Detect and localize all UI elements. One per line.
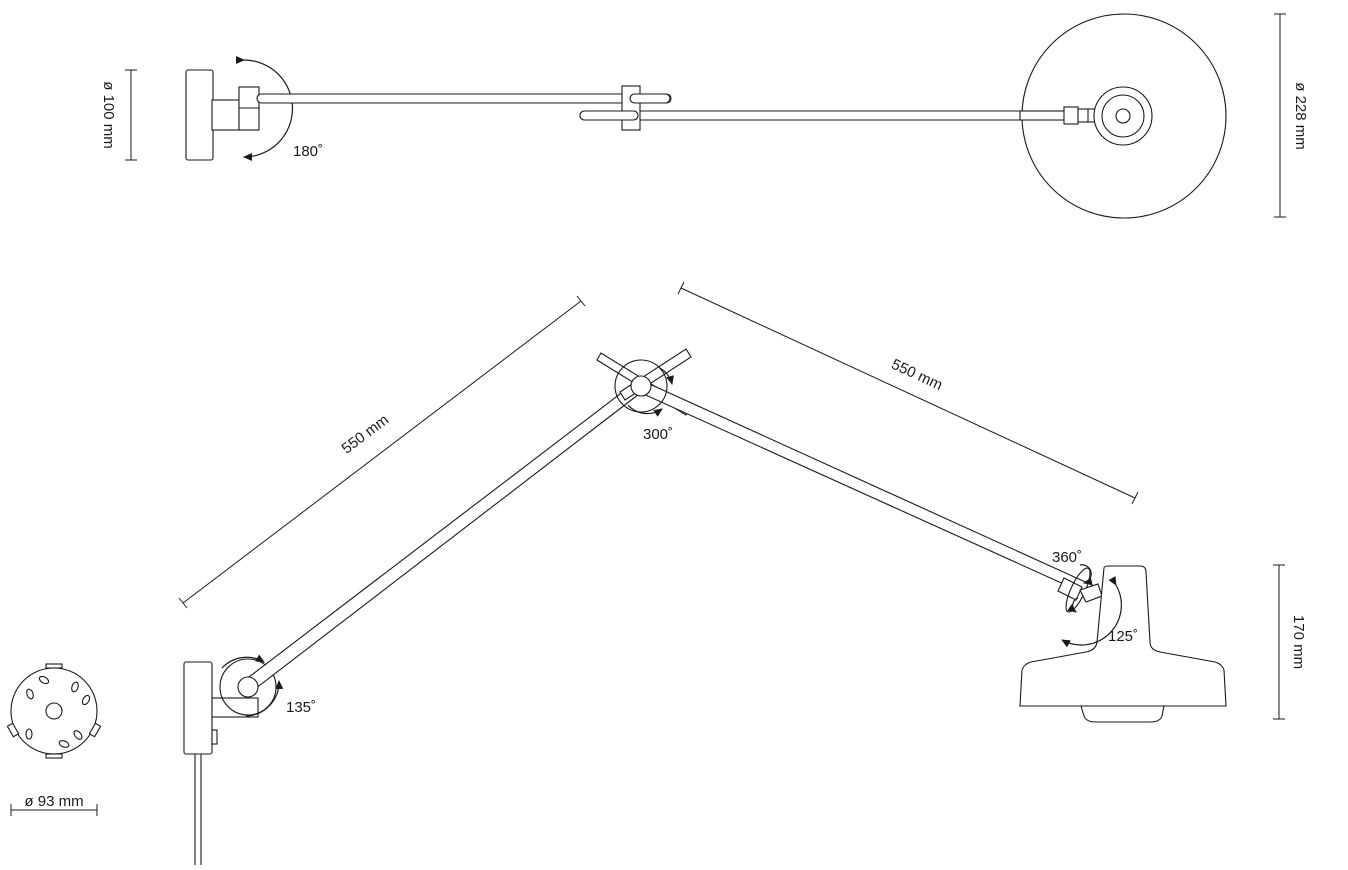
mount-block xyxy=(211,99,240,131)
shoulder-pivot xyxy=(237,676,259,698)
shade-diameter-label: ø 228 mm xyxy=(1292,82,1309,150)
shade-height-dimension: 170 mm xyxy=(1273,564,1307,720)
arm-one xyxy=(256,93,672,104)
elbow-rotation-label: 300˚ xyxy=(643,426,673,443)
side-arm-one xyxy=(244,380,644,693)
arm-one-dimension: 550 mm xyxy=(178,295,586,609)
head-connector xyxy=(1063,106,1079,125)
head-swivel-label: 360˚ xyxy=(1052,549,1082,566)
shoulder-rotation-label: 135˚ xyxy=(286,699,316,716)
shade-side xyxy=(1019,565,1227,707)
side-wall-plate xyxy=(183,661,213,755)
elbow-clamp xyxy=(621,85,641,131)
mount-center-hole xyxy=(45,702,63,720)
socket-outer xyxy=(1093,86,1153,146)
mount-plate-diameter-label: ø 93 mm xyxy=(24,793,83,810)
head-tilt-label: 125˚ xyxy=(1108,628,1138,645)
arm-two-dimension: 550 mm xyxy=(677,281,1139,505)
base-rotation-arrow xyxy=(235,55,294,161)
shade-diffuser xyxy=(1080,705,1165,723)
shoulder-rotation-arrow xyxy=(221,654,265,669)
shade-height-label: 170 mm xyxy=(1290,615,1307,669)
side-arm-two xyxy=(638,380,1093,596)
top-view: ø 100 mm 180˚ ø 228 mm xyxy=(100,13,1309,219)
arm-two xyxy=(579,110,1071,121)
switch xyxy=(211,729,218,745)
elbow-pivot xyxy=(630,375,652,397)
mount-plate-dimension: ø 93 mm xyxy=(10,793,98,816)
mount-plate-outline xyxy=(10,667,98,755)
elbow-rotation-arrow xyxy=(659,367,674,385)
side-view: 550 mm 550 mm 135˚ 30 xyxy=(178,281,1307,865)
base-diameter-label: ø 100 mm xyxy=(100,81,117,149)
head-tilt-arrow xyxy=(1061,576,1122,648)
shade-diameter-dimension: ø 228 mm xyxy=(1274,13,1309,218)
shoulder-block xyxy=(211,697,259,718)
mount-plate-view: ø 93 mm xyxy=(6,663,102,816)
base-rotation-label: 180˚ xyxy=(293,143,323,160)
base-diameter-dimension: ø 100 mm xyxy=(100,69,137,161)
wall-plate xyxy=(185,69,214,161)
